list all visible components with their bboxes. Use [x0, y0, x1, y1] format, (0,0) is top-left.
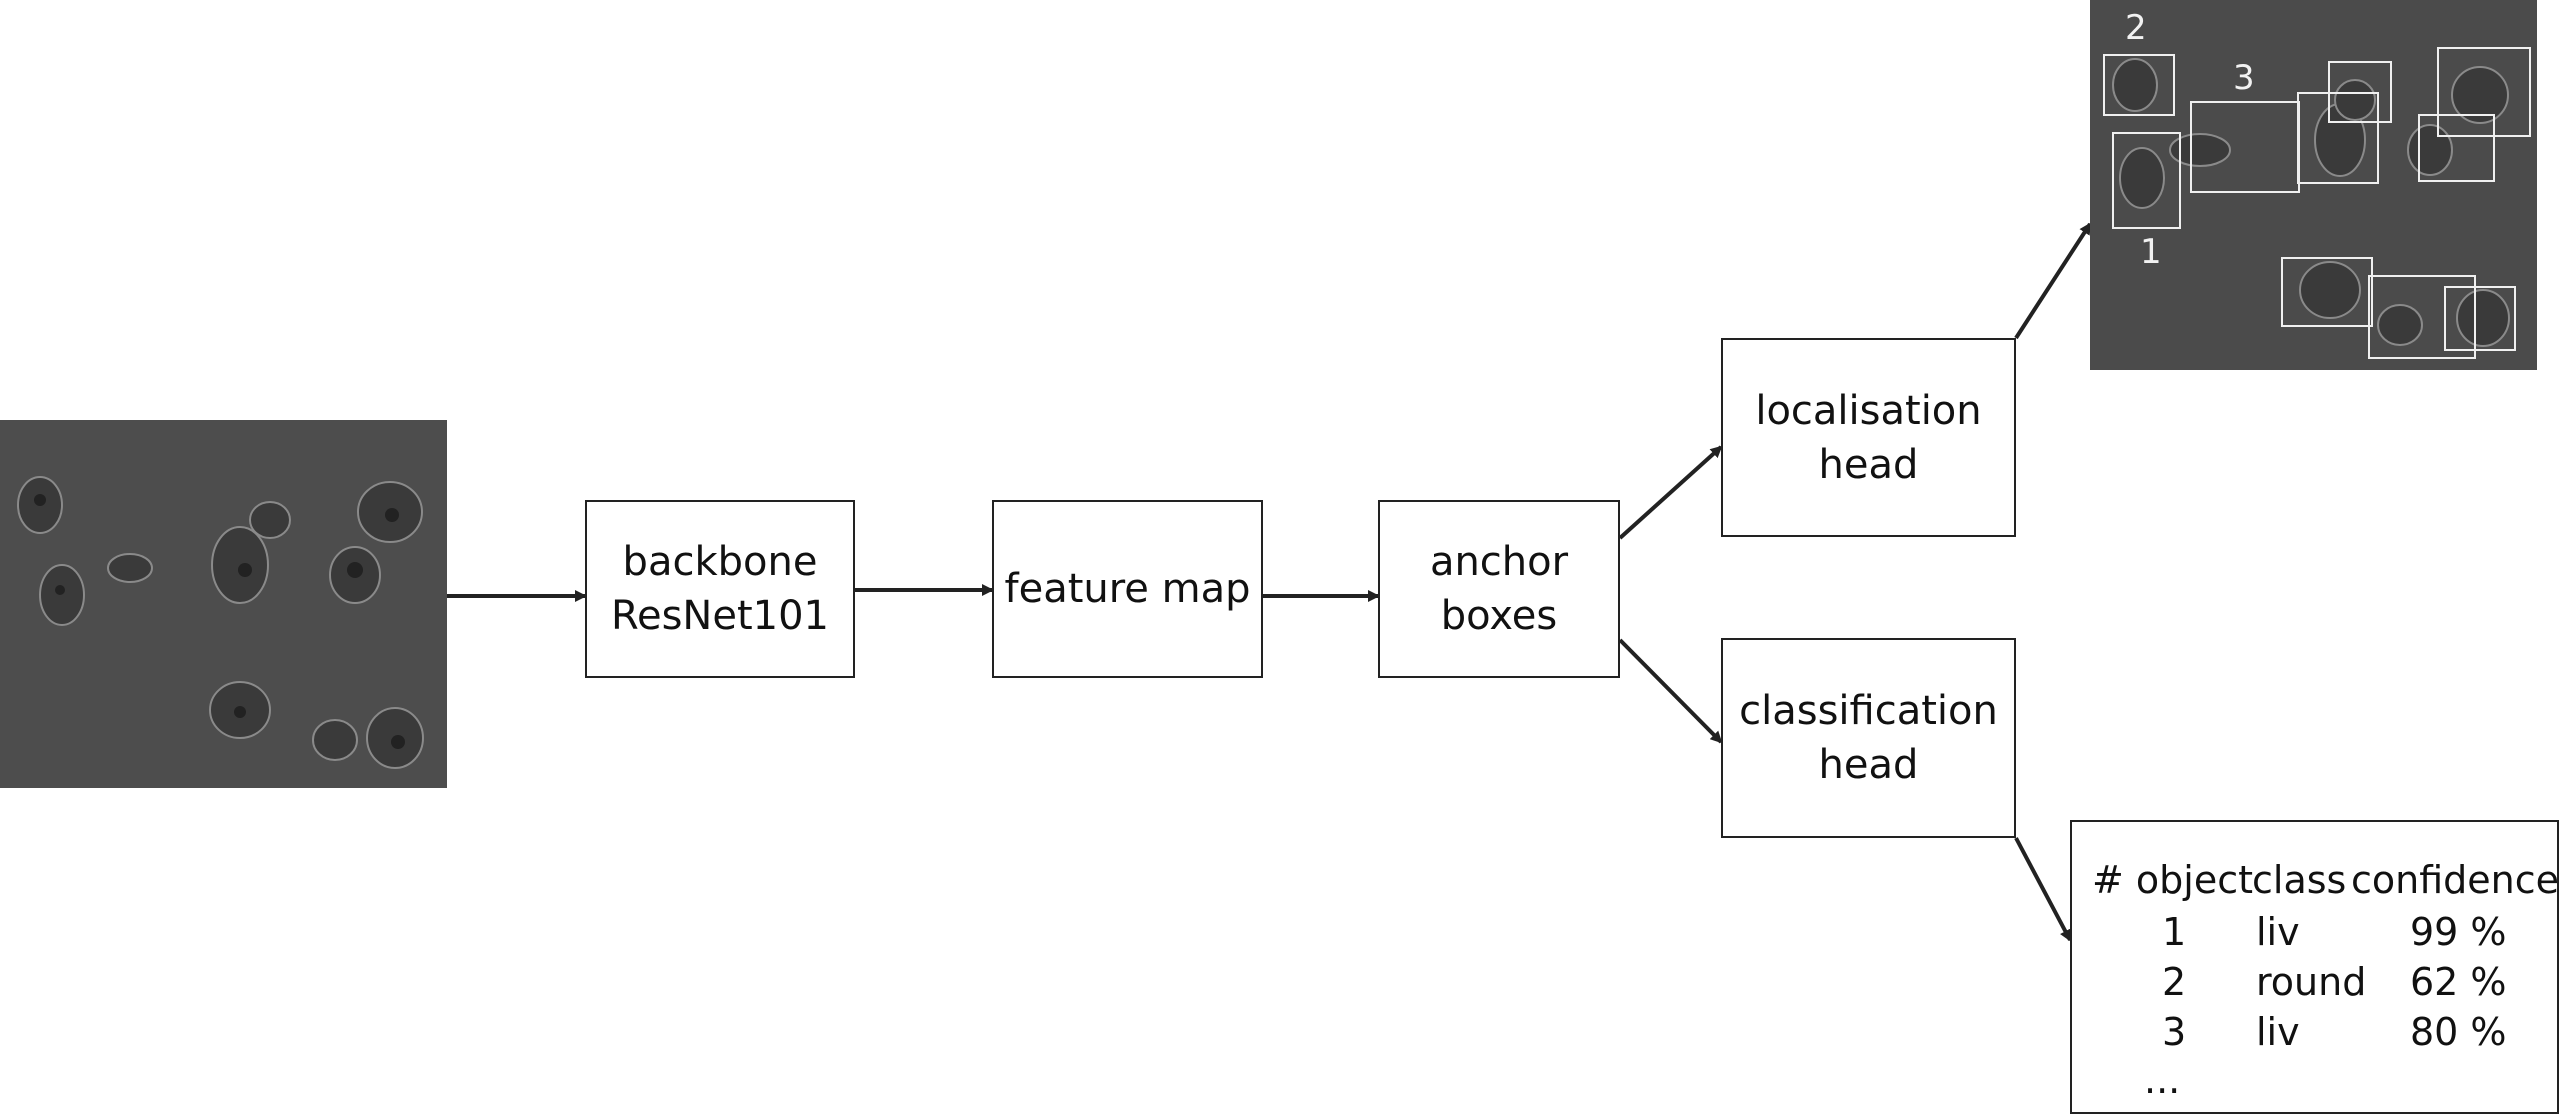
classification-label-line2: head	[1818, 742, 1919, 788]
row1-class: liv	[2256, 910, 2300, 954]
localisation-label-line2: head	[1818, 441, 1919, 488]
header-class: class	[2252, 858, 2347, 902]
header-confidence: confidence	[2351, 858, 2559, 902]
header-object: # object	[2092, 858, 2254, 902]
row3-class: liv	[2256, 1010, 2300, 1054]
row3-confidence: 80 %	[2410, 1010, 2507, 1054]
classification-head-box: classification head	[1721, 638, 2016, 838]
detected-cells-graphic	[2090, 0, 2537, 370]
anchor-label-line2: boxes	[1440, 593, 1558, 639]
anchor-label-line1: anchor	[1429, 539, 1569, 585]
bbox-label-3: 3	[2233, 58, 2255, 98]
classification-label-line1: classification	[1739, 688, 1998, 734]
row1-confidence: 99 %	[2410, 910, 2507, 954]
arrow-anchor-to-localisation	[1618, 445, 1723, 540]
output-micrograph: 2 3 1	[2090, 0, 2537, 370]
row1-object: 1	[2162, 910, 2187, 954]
localisation-label-line1: localisation	[1755, 387, 1982, 434]
anchor-boxes-box: anchor boxes	[1378, 500, 1620, 678]
backbone-box: backbone ResNet101	[585, 500, 855, 678]
bbox-2	[2103, 54, 2175, 116]
bbox-1	[2112, 132, 2181, 229]
input-micrograph	[0, 420, 447, 788]
backbone-label-line1: backbone	[622, 539, 818, 585]
table-ellipsis: ...	[2144, 1058, 2181, 1102]
arrow-anchor-to-classification	[1618, 638, 1723, 744]
cell-cluster-graphic	[0, 420, 447, 788]
feature-map-label: feature map	[1004, 566, 1251, 612]
bbox-label-2: 2	[2125, 8, 2147, 48]
row2-object: 2	[2162, 960, 2187, 1004]
row2-class: round	[2256, 960, 2367, 1004]
arrow-localisation-to-output-image	[2014, 222, 2092, 340]
output-table: # object class confidence 1 liv 99 % 2 r…	[2070, 820, 2559, 1114]
bbox-label-1: 1	[2140, 232, 2162, 272]
localisation-head-box: localisation head	[1721, 338, 2016, 537]
arrow-classification-to-output-table	[2014, 837, 2072, 942]
row2-confidence: 62 %	[2410, 960, 2507, 1004]
row3-object: 3	[2162, 1010, 2187, 1054]
backbone-label-line2: ResNet101	[610, 593, 829, 639]
feature-map-box: feature map	[992, 500, 1263, 678]
